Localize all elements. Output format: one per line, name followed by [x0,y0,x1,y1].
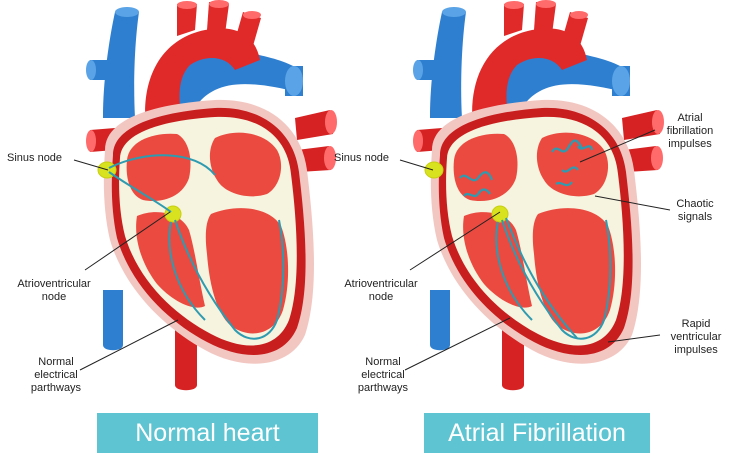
af-av-node-line1: Atrioventricular [344,278,418,290]
av-node-label-line1: Atrioventricular [17,278,91,290]
rapid-pathway-lines [495,217,612,340]
chaotic-line1: Chaotic [676,198,714,210]
sinus-node-label: Sinus node [7,152,63,164]
af-av-node-marker [491,205,509,223]
leader-lines [73,129,671,371]
af-impulses-line3: impulses [668,138,712,150]
rapid-line2: ventricular [670,331,722,343]
af-pathways-label: Normal electrical parthways [343,356,423,395]
af-sinus-node-label: Sinus node [334,152,390,164]
af-pathways-line1: Normal [365,356,401,368]
chaotic-signal-squiggles [459,139,594,198]
rapid-line3: impulses [674,344,718,356]
af-impulses-label: Atrial fibrillation impulses [650,112,730,151]
normal-pathways-line2: electrical [34,369,78,381]
rapid-impulses-label: Rapid ventricular impulses [655,318,737,357]
normal-heart-illustration [86,0,337,391]
af-impulses-line2: fibrillation [666,125,714,137]
rapid-line1: Rapid [681,318,711,330]
af-pathways-line3: parthways [357,382,409,394]
af-av-node-line2: node [368,291,394,303]
af-sinus-node-marker [424,161,444,179]
normal-pathways-line1: Normal [38,356,74,368]
normal-heart-caption: Normal heart [97,413,318,453]
chaotic-signals-label: Chaotic signals [660,198,730,224]
af-caption: Atrial Fibrillation [424,413,650,453]
chaotic-line2: signals [677,211,713,223]
af-pathways-line2: electrical [361,369,405,381]
af-av-node-label: Atrioventricular node [331,278,431,304]
normal-pathways-label: Normal electrical parthways [16,356,96,395]
af-impulses-line1: Atrial [677,112,703,124]
normal-pathway-lines [108,154,285,340]
av-node-label: Atrioventricular node [4,278,104,304]
normal-pathways-line3: parthways [30,382,82,394]
av-node-label-line2: node [41,291,67,303]
af-heart-illustration [413,0,664,391]
